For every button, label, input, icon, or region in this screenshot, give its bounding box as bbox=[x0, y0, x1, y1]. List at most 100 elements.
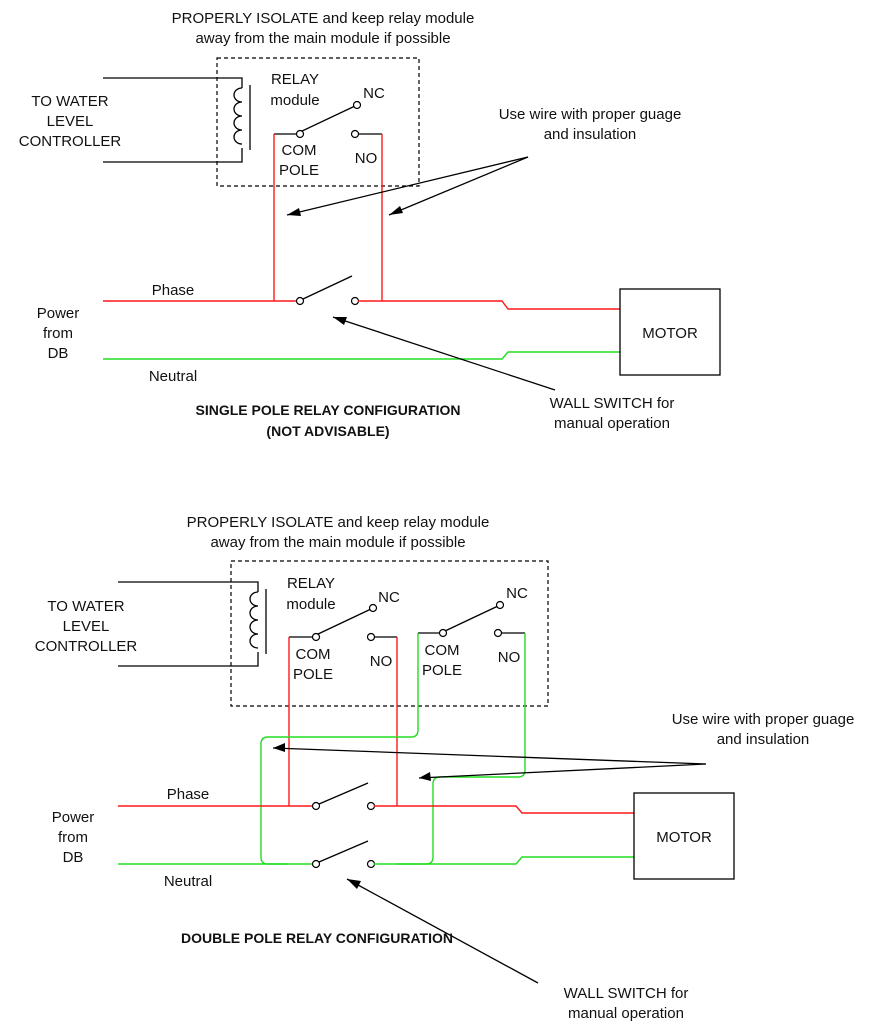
wire-arrow-left bbox=[286, 156, 529, 216]
power-label-line1: Power bbox=[37, 305, 80, 322]
no-terminal-2 bbox=[493, 628, 503, 638]
phase-switch-out-terminal bbox=[366, 801, 376, 811]
arrowhead bbox=[347, 879, 361, 889]
com-terminal bbox=[295, 129, 305, 139]
switch-in-terminal bbox=[295, 296, 305, 306]
wire-arrow-right bbox=[418, 763, 707, 779]
relay2-com-wire bbox=[260, 633, 419, 865]
nc-label-2: NC bbox=[506, 585, 528, 602]
wire-note-line2: and insulation bbox=[717, 731, 810, 748]
pole-label-2: POLE bbox=[422, 662, 462, 679]
controller-wire-top bbox=[118, 581, 259, 592]
isolation-note-line1: PROPERLY ISOLATE and keep relay module bbox=[187, 514, 490, 531]
no-label: NO bbox=[355, 150, 378, 167]
neutral-to-motor-wire bbox=[374, 856, 634, 865]
motor-label: MOTOR bbox=[656, 829, 712, 846]
motor-label: MOTOR bbox=[642, 325, 698, 342]
arrowhead bbox=[389, 206, 403, 215]
no-label-2: NO bbox=[498, 649, 521, 666]
no-label-1: NO bbox=[370, 653, 393, 670]
controller-label-line2: LEVEL bbox=[47, 113, 94, 130]
no-terminal-1 bbox=[366, 632, 376, 642]
nc-label: NC bbox=[363, 85, 385, 102]
com-terminal-2 bbox=[438, 628, 448, 638]
relay-contact-arm-1 bbox=[315, 608, 372, 636]
wire-arrow-right bbox=[388, 156, 529, 216]
phase-switch-in-terminal bbox=[311, 801, 321, 811]
neutral-label: Neutral bbox=[164, 873, 212, 890]
wall-switch-label-line2: manual operation bbox=[554, 415, 670, 432]
nc-terminal bbox=[352, 100, 362, 110]
power-label-line2: from bbox=[58, 829, 88, 846]
neutral-label: Neutral bbox=[149, 368, 197, 385]
power-label-line1: Power bbox=[52, 809, 95, 826]
single-pole-diagram: PROPERLY ISOLATE and keep relay module a… bbox=[19, 10, 721, 439]
neutral-switch-out-terminal bbox=[366, 859, 376, 869]
single-title-line1: SINGLE POLE RELAY CONFIGURATION bbox=[196, 402, 461, 418]
com-label-1: COM bbox=[296, 646, 331, 663]
phase-label: Phase bbox=[167, 786, 210, 803]
power-label-line2: from bbox=[43, 325, 73, 342]
relay-label-line2: module bbox=[270, 92, 319, 109]
wall-switch-arm bbox=[302, 275, 353, 300]
pole-label-1: POLE bbox=[293, 666, 333, 683]
relay-label-line2: module bbox=[286, 596, 335, 613]
wire-note-line2: and insulation bbox=[544, 126, 637, 143]
pole-label: POLE bbox=[279, 162, 319, 179]
neutral-switch-in-terminal bbox=[311, 859, 321, 869]
nc-label-1: NC bbox=[378, 589, 400, 606]
no-terminal bbox=[350, 129, 360, 139]
controller-wire-top bbox=[103, 77, 243, 88]
wall-switch-label-line1: WALL SWITCH for bbox=[550, 395, 675, 412]
wire-arrow-left bbox=[272, 747, 707, 765]
controller-wire-bottom bbox=[103, 148, 243, 163]
wall-switch-arrow bbox=[346, 878, 539, 984]
wall-switch-arrow bbox=[332, 316, 556, 391]
isolation-note-line2: away from the main module if possible bbox=[195, 30, 450, 47]
arrowhead bbox=[333, 317, 347, 325]
neutral-wire bbox=[103, 351, 620, 360]
relay-module-box bbox=[216, 57, 420, 187]
power-label-line3: DB bbox=[48, 345, 69, 362]
phase-label: Phase bbox=[152, 282, 195, 299]
power-label-line3: DB bbox=[63, 849, 84, 866]
double-pole-diagram: PROPERLY ISOLATE and keep relay module a… bbox=[35, 514, 855, 1022]
relay-contact-arm bbox=[299, 105, 356, 133]
relay-coil-icon bbox=[249, 591, 259, 649]
motor-box bbox=[633, 792, 735, 880]
nc-terminal-2 bbox=[495, 600, 505, 610]
single-title-line2: (NOT ADVISABLE) bbox=[266, 423, 389, 439]
relay2-no-wire bbox=[397, 633, 526, 865]
isolation-note-line1: PROPERLY ISOLATE and keep relay module bbox=[172, 10, 475, 27]
controller-label-line2: LEVEL bbox=[63, 618, 110, 635]
switch-out-terminal bbox=[350, 296, 360, 306]
neutral-switch-arm bbox=[318, 840, 369, 863]
nc-terminal-1 bbox=[368, 603, 378, 613]
phase-to-motor-wire bbox=[358, 300, 620, 310]
arrowhead bbox=[419, 772, 431, 781]
controller-label-line3: CONTROLLER bbox=[35, 638, 138, 655]
relay-label-line1: RELAY bbox=[287, 575, 335, 592]
com-label: COM bbox=[282, 142, 317, 159]
controller-wire-bottom bbox=[118, 652, 259, 667]
controller-label-line1: TO WATER bbox=[31, 93, 108, 110]
double-title: DOUBLE POLE RELAY CONFIGURATION bbox=[181, 930, 453, 946]
phase-switch-arm bbox=[318, 782, 369, 805]
relay-contact-arm-2 bbox=[444, 605, 499, 632]
phase-to-motor-wire bbox=[374, 805, 634, 814]
wall-switch-label-line2: manual operation bbox=[568, 1005, 684, 1022]
com-terminal-1 bbox=[311, 632, 321, 642]
controller-label-line1: TO WATER bbox=[47, 598, 124, 615]
relay-label-line1: RELAY bbox=[271, 71, 319, 88]
controller-label-line3: CONTROLLER bbox=[19, 133, 122, 150]
relay-coil-icon bbox=[233, 87, 243, 145]
wall-switch-label-line1: WALL SWITCH for bbox=[564, 985, 689, 1002]
arrowhead bbox=[287, 208, 301, 216]
wire-note-line1: Use wire with proper guage bbox=[499, 106, 682, 123]
arrowhead bbox=[273, 743, 285, 752]
com-label-2: COM bbox=[425, 642, 460, 659]
wire-note-line1: Use wire with proper guage bbox=[672, 711, 855, 728]
motor-box bbox=[619, 288, 721, 376]
isolation-note-line2: away from the main module if possible bbox=[210, 534, 465, 551]
